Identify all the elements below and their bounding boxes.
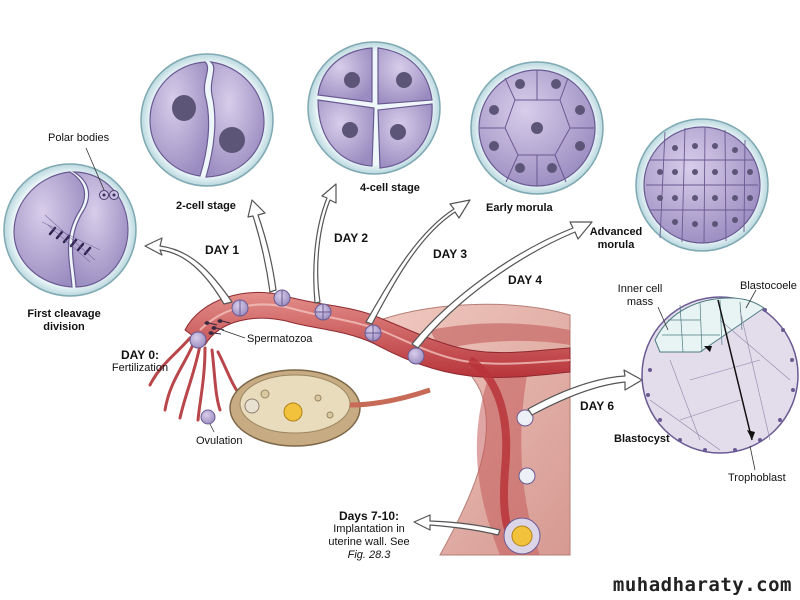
watermark: muhadharaty.com (612, 574, 792, 596)
label-spermatozoa: Spermatozoa (247, 333, 313, 345)
label-advanced-morula-line1: Advanced (589, 226, 643, 238)
label-fertilization: Fertilization (111, 362, 169, 374)
blastocyst (641, 289, 799, 471)
label-inner-cell-mass-line1: Inner cell (617, 283, 663, 295)
label-blastocoele: Blastocoele (740, 280, 797, 292)
label-early-morula: Early morula (486, 202, 553, 214)
arrow-day1-first-cleavage (144, 237, 233, 305)
label-four-cell-stage: 4-cell stage (360, 182, 420, 194)
label-two-cell-stage: 2-cell stage (176, 200, 236, 212)
label-implantation-line1: Implantation in (333, 523, 405, 535)
label-trophoblast: Trophoblast (728, 472, 786, 484)
ovulation-leader (209, 423, 215, 433)
label-implantation-line2: uterine wall. See (328, 536, 410, 548)
four-cell-embryo (307, 41, 441, 175)
label-implantation-line3: Fig. 28.3 (347, 549, 391, 561)
spermatozoa-cluster (204, 319, 231, 335)
ovary (229, 369, 431, 447)
label-inner-cell-mass-line2: mass (626, 296, 654, 308)
label-inner-cell-mass: Inner cell mass (614, 283, 666, 309)
label-day3: DAY 3 (433, 247, 468, 261)
label-first-cleavage-line2: division (43, 321, 85, 333)
label-day6: DAY 6 (580, 399, 615, 413)
label-advanced-morula-line2: morula (597, 239, 635, 251)
arrow-day1-two-cell (247, 199, 277, 293)
arrow-day4-advanced-morula (411, 221, 593, 349)
early-morula (470, 61, 604, 195)
stage-arrows (144, 183, 643, 536)
arrow-day3-early-morula (365, 199, 471, 325)
label-day0-block: DAY 0: Fertilization (104, 349, 176, 375)
label-day1: DAY 1 (205, 243, 240, 257)
arrow-day2-four-cell (313, 183, 337, 304)
first-cleavage-cell (3, 147, 137, 297)
spermatozoa-leader (221, 329, 246, 339)
advanced-morula (635, 118, 769, 252)
label-day0: DAY 0: (120, 348, 160, 362)
label-implantation-block: Days 7-10: Implantation in uterine wall.… (324, 510, 414, 562)
ovulated-oocyte (200, 409, 216, 425)
label-blastocyst: Blastocyst (614, 433, 670, 445)
label-day4: DAY 4 (508, 273, 543, 287)
label-polar-bodies: Polar bodies (48, 132, 110, 144)
label-days-7-10: Days 7-10: (338, 509, 400, 523)
fimbriae (148, 336, 242, 422)
label-first-cleavage-line1: First cleavage (27, 308, 101, 320)
tube-embryos (189, 289, 541, 555)
label-first-cleavage: First cleavage division (22, 308, 106, 334)
label-day2: DAY 2 (334, 231, 369, 245)
label-advanced-morula: Advanced morula (586, 226, 646, 252)
arrow-implantation (413, 514, 501, 536)
label-ovulation: Ovulation (196, 435, 243, 447)
arrow-day6-blastocyst (527, 369, 643, 416)
two-cell-embryo (140, 53, 274, 187)
